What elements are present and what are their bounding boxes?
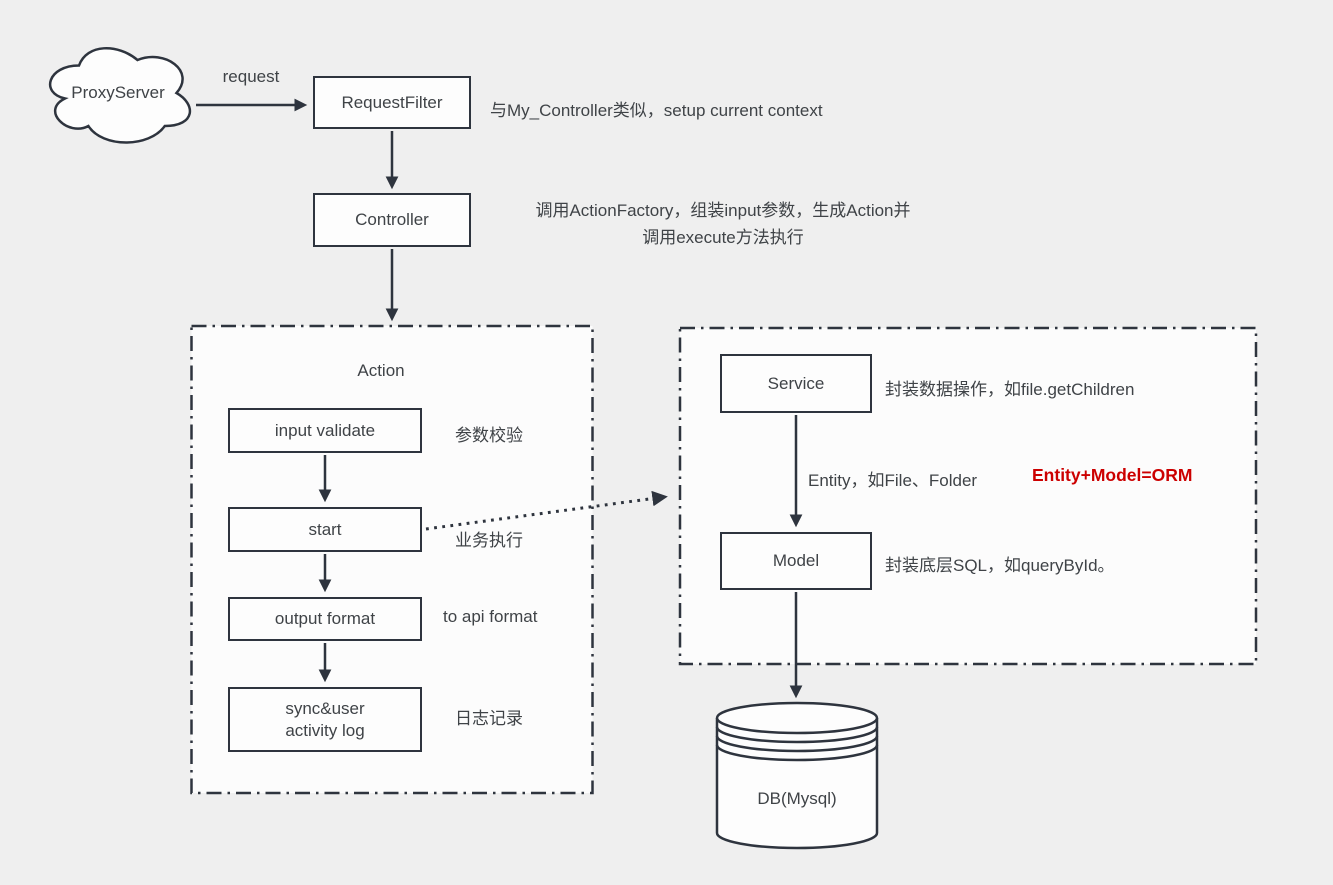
database-label: DB(Mysql) (757, 789, 837, 808)
node-start: start (228, 507, 422, 552)
note-request-filter: 与My_Controller类似，setup current context (490, 101, 823, 120)
note-controller-line1: 调用ActionFactory，组装input参数，生成Action并 (535, 201, 911, 220)
action-container-title: Action (357, 361, 405, 380)
note-output-format: to api format (443, 607, 538, 626)
note-start: 业务执行 (455, 531, 523, 550)
database-cylinder-body (715, 718, 879, 850)
note-controller: 调用ActionFactory，组装input参数，生成Action并 调用ex… (492, 197, 954, 251)
proxyserver-cloud-shape (48, 47, 192, 144)
node-model: Model (720, 532, 872, 590)
node-controller: Controller (313, 193, 471, 247)
note-input-validate: 参数校验 (455, 426, 523, 445)
database-cylinder-arc (715, 726, 879, 744)
entity-edge-label: Entity，如File、Folder (808, 471, 978, 490)
orm-annotation: Entity+Model=ORM (1032, 465, 1193, 485)
proxyserver-label: ProxyServer (71, 83, 165, 102)
note-sync-log: 日志记录 (455, 709, 523, 728)
note-model: 封装底层SQL，如queryById。 (885, 556, 1115, 575)
node-request-filter: RequestFilter (313, 76, 471, 129)
note-controller-line2: 调用execute方法执行 (642, 228, 804, 247)
request-edge-label: request (222, 67, 280, 86)
note-service: 封装数据操作，如file.getChildren (885, 380, 1135, 399)
database-cylinder-arc (715, 744, 879, 762)
node-service: Service (720, 354, 872, 413)
database-cylinder-arc (715, 735, 879, 753)
database-cylinder-top (715, 701, 879, 735)
node-sync-log-label: sync&user activity log (285, 699, 365, 740)
node-sync-log: sync&user activity log (228, 687, 422, 752)
node-input-validate: input validate (228, 408, 422, 453)
node-output-format: output format (228, 597, 422, 641)
